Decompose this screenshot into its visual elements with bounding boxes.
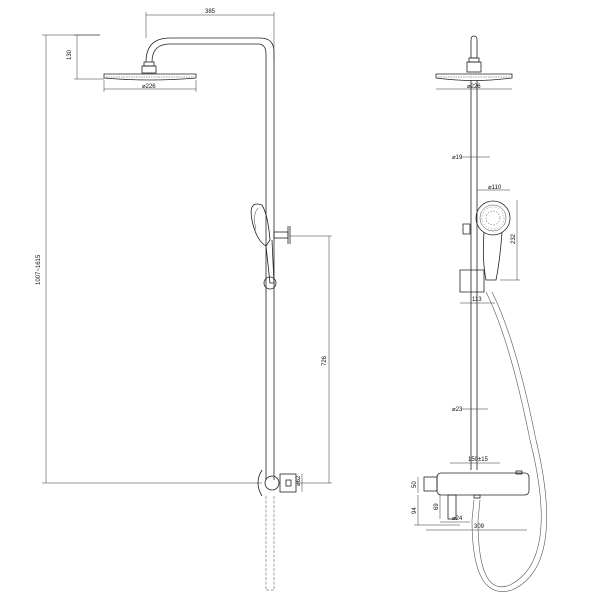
dim-handset-length: 232 <box>511 233 517 244</box>
wall-elbow <box>257 469 263 497</box>
side-view: 385 130 ⌀226 1007~1615 726 <box>36 9 332 591</box>
dim-mixer-height: 50 <box>412 481 418 488</box>
riser-pipe <box>265 60 275 480</box>
dim-centers: 150±15 <box>468 457 489 463</box>
dim-inlet-height: 94 <box>412 507 418 514</box>
riser-pipe-front <box>470 80 478 470</box>
slider-bracket <box>459 269 485 293</box>
dim-riser-diameter: ⌀19 <box>452 155 463 161</box>
dim-holder-offset: 113 <box>472 297 482 303</box>
hand-shower <box>250 203 271 247</box>
dim-handset-to-mixer: 726 <box>322 355 328 366</box>
slider-holder <box>273 231 289 239</box>
dim-head-diameter-front: ⌀226 <box>467 84 481 90</box>
dim-spout-height: 69 <box>434 503 440 510</box>
dim-arm-length: 385 <box>205 9 216 15</box>
hand-shower-face <box>475 200 511 236</box>
shower-hose <box>477 291 542 587</box>
dim-total-height: 1007~1615 <box>36 254 42 285</box>
dim-handset-diameter: ⌀110 <box>488 185 502 191</box>
overhead-shower-head <box>103 73 197 81</box>
shower-arm <box>145 37 275 63</box>
dim-outlet: ⌀62 <box>296 475 302 486</box>
thermostatic-mixer <box>436 472 530 496</box>
dim-head-diameter: ⌀226 <box>142 84 156 90</box>
spout <box>447 494 457 520</box>
overhead-shower-head-front <box>435 73 513 81</box>
lower-pipe <box>265 496 275 591</box>
dim-mixer-width: 309 <box>474 524 485 530</box>
dim-head-height: 130 <box>67 49 73 60</box>
dim-pipe-diameter: ⌀23 <box>452 407 463 413</box>
front-view: ⌀226 ⌀19 ⌀110 232 113 ⌀23 150±15 <box>412 35 548 592</box>
dim-spout-diameter: ⌀24 <box>452 516 463 522</box>
